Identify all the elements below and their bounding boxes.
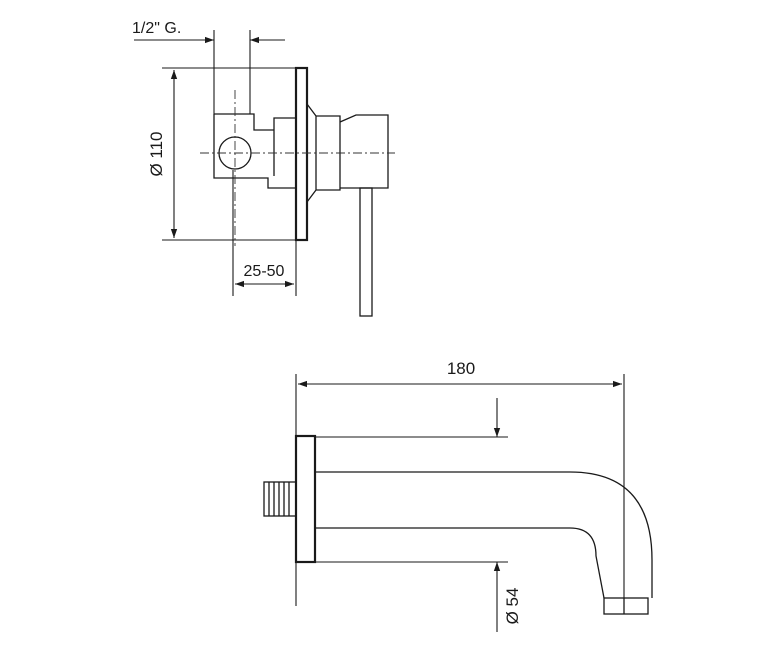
spout-side-view: 180 Ø 54 bbox=[263, 359, 653, 632]
mixer-rear-body bbox=[213, 113, 296, 189]
depth-range-label: 25-50 bbox=[244, 263, 285, 280]
mixer-wall-plate bbox=[294, 66, 309, 242]
thread-label: 1/2" G. bbox=[132, 20, 181, 37]
mixer-lever bbox=[359, 187, 373, 317]
spout-tube-inner bbox=[315, 527, 605, 599]
spout-wall-plate bbox=[294, 434, 317, 564]
spout-plate-diameter-label: Ø 54 bbox=[503, 588, 522, 625]
spout-aerator bbox=[603, 597, 649, 615]
mixer-side-view: 1/2" G. Ø 110 25-50 bbox=[132, 20, 395, 317]
spout-tube-outer bbox=[315, 471, 653, 598]
plate-diameter-label: Ø 110 bbox=[147, 131, 166, 176]
spout-length-label: 180 bbox=[447, 359, 475, 378]
mixer-handle bbox=[339, 114, 389, 189]
spout-thread-lines bbox=[268, 482, 290, 516]
